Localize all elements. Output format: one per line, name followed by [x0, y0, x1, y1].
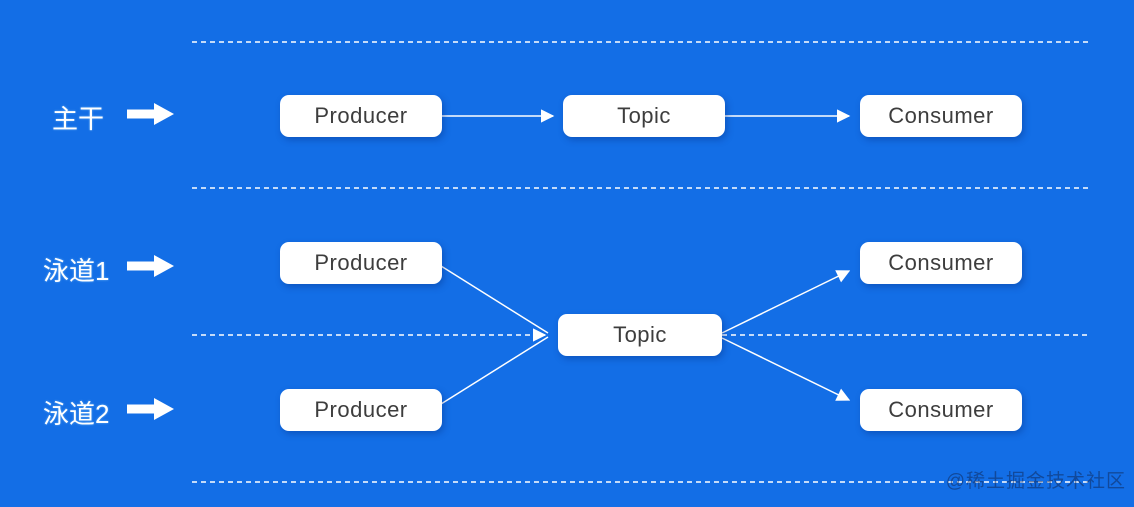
node-main-topic: Topic [563, 95, 725, 137]
arrow-lane1-producer-to-topic [440, 265, 549, 334]
lane-arrow-main-icon [127, 103, 174, 125]
lane-label-main: 主干 [52, 104, 105, 134]
node-main-producer: Producer [280, 95, 442, 137]
lane-arrow-lane1-icon [127, 255, 174, 277]
node-lane2-consumer: Consumer [860, 389, 1022, 431]
lane-label-lane2: 泳道2 [43, 399, 110, 429]
node-lane1-producer: Producer [280, 242, 442, 284]
lane-arrow-lane2-icon [127, 398, 174, 420]
arrow-topic-to-lane1-consumer [721, 270, 851, 334]
arrow-lane2-producer-to-topic [440, 336, 549, 405]
watermark-text: @稀土掘金技术社区 [945, 471, 1126, 492]
arrow-topic-to-lane2-consumer [721, 337, 851, 401]
node-shared-topic: Topic [558, 314, 722, 356]
node-main-consumer: Consumer [860, 95, 1022, 137]
node-lane1-consumer: Consumer [860, 242, 1022, 284]
node-lane2-producer: Producer [280, 389, 442, 431]
lane-label-lane1: 泳道1 [43, 256, 110, 286]
